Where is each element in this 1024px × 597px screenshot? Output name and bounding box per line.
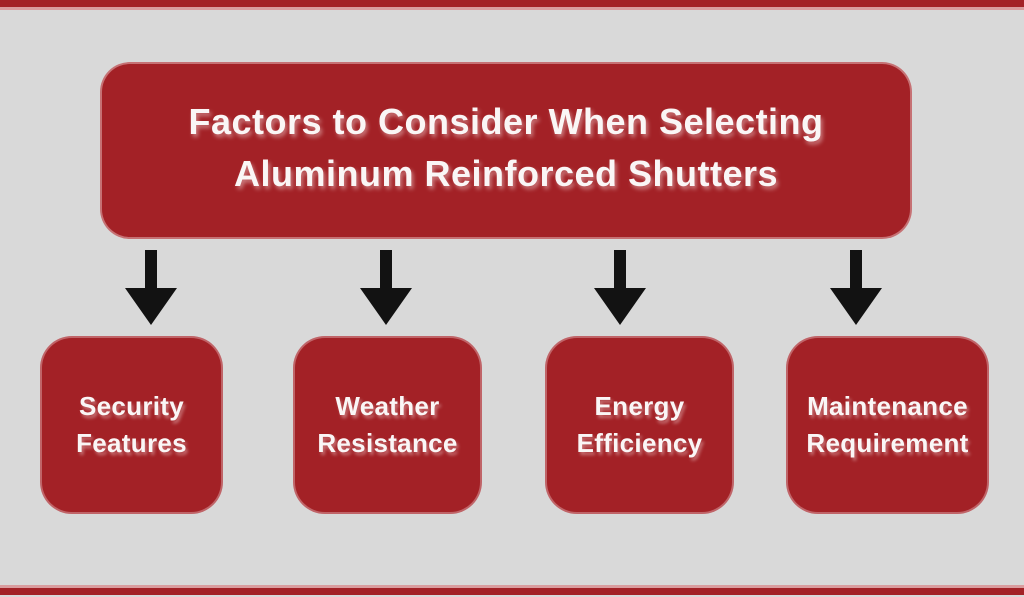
- down-arrow-icon: [594, 250, 646, 325]
- factor-label-line: Resistance: [317, 428, 458, 458]
- bottom-border-bar: [0, 585, 1024, 595]
- top-border-bar: [0, 0, 1024, 10]
- factor-box-weather-resistance: Weather Resistance: [293, 336, 482, 514]
- factor-box-security-features: Security Features: [40, 336, 223, 514]
- down-arrow-icon: [125, 250, 177, 325]
- title-line-2: Aluminum Reinforced Shutters: [233, 152, 779, 194]
- title-box: Factors to Consider When Selecting Alumi…: [100, 62, 912, 239]
- down-arrow-icon: [360, 250, 412, 325]
- factor-label-line: Requirement: [806, 428, 969, 458]
- factor-box-energy-efficiency: Energy Efficiency: [545, 336, 734, 514]
- factor-label-line: Maintenance: [807, 391, 968, 421]
- factor-box-maintenance-requirement: Maintenance Requirement: [786, 336, 989, 514]
- factor-label-line: Energy: [594, 391, 685, 421]
- down-arrow-icon: [830, 250, 882, 325]
- factor-label-line: Security: [78, 391, 184, 421]
- factor-label-line: Features: [76, 428, 187, 458]
- factor-label-line: Efficiency: [576, 428, 703, 458]
- title-line-1: Factors to Consider When Selecting: [188, 100, 824, 142]
- factor-label-line: Weather: [335, 391, 440, 421]
